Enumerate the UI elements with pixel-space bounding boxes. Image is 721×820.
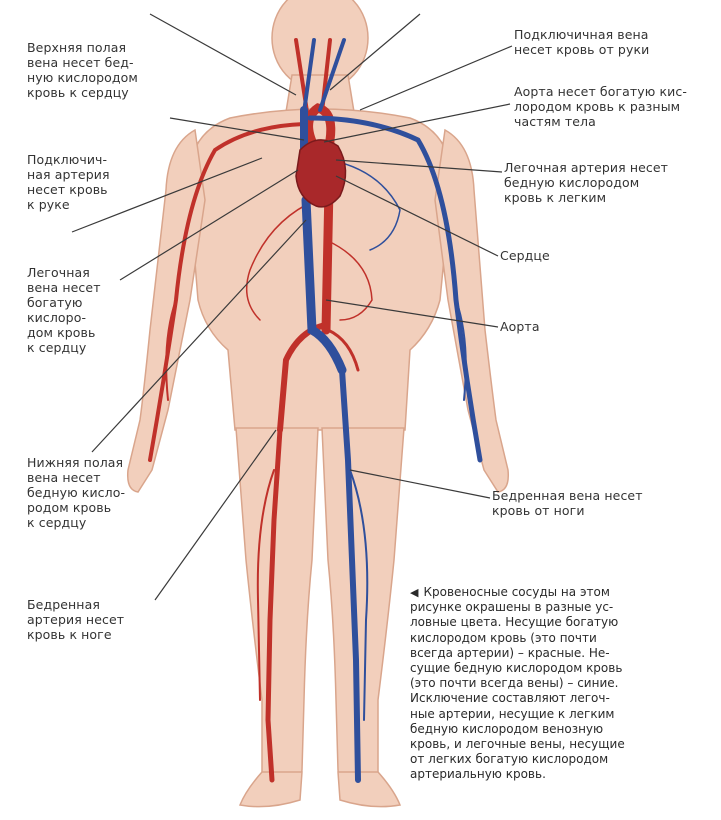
label-heart: Сердце: [500, 248, 550, 263]
label-inferior-vena-cava: Нижняя полая вена несет бедную кисло- ро…: [27, 455, 125, 530]
label-aorta: Аорта: [500, 319, 540, 334]
caption-text: Кровеносные сосуды на этом рисунке окраш…: [410, 585, 625, 781]
leader-subclavian-vein: [360, 46, 512, 110]
label-aorta-rich: Аорта несет богатую кис- лородом кровь к…: [514, 84, 687, 129]
label-superior-vena-cava: Верхняя полая вена несет бед- ную кислор…: [27, 40, 138, 100]
label-pulmonary-vein: Легочная вена несет богатую кислоро- дом…: [27, 265, 101, 355]
label-pulmonary-artery: Легочная артерия несет бедную кислородом…: [504, 160, 668, 205]
label-femoral-artery: Бедренная артерия несет кровь к ноге: [27, 597, 124, 642]
heart-organ: [296, 140, 346, 207]
label-subclavian-artery: Подключич- ная артерия несет кровь к рук…: [27, 152, 110, 212]
label-femoral-vein: Бедренная вена несет кровь от ноги: [492, 488, 643, 518]
label-subclavian-vein: Подключичная вена несет кровь от руки: [514, 27, 649, 57]
caption-marker-icon: ◀: [410, 585, 418, 600]
figure-caption: ◀Кровеносные сосуды на этом рисунке окра…: [410, 585, 715, 783]
